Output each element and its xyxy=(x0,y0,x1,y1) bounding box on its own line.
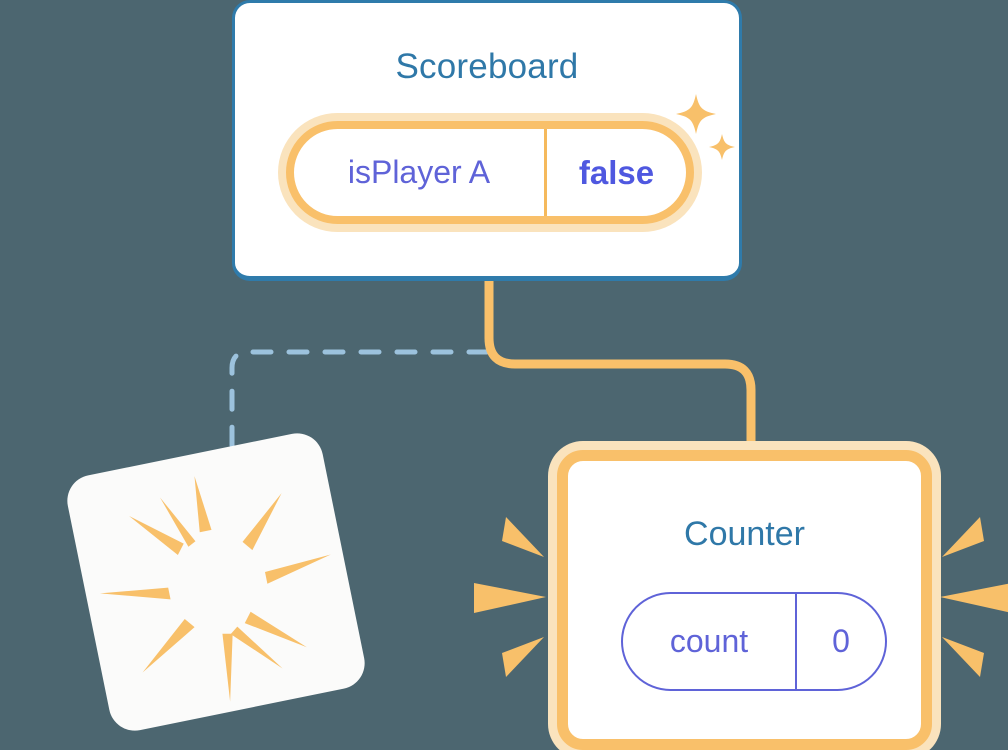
orange-connector-to-counter xyxy=(484,278,756,470)
sparkle-icon xyxy=(709,134,735,160)
scoreboard-title: Scoreboard xyxy=(395,47,579,86)
dashed-connector-to-burst-card xyxy=(229,349,490,471)
counter-state-key: count xyxy=(669,623,749,659)
scoreboard-state-value: false xyxy=(578,153,655,191)
counter-state-pill[interactable]: count 0 xyxy=(621,592,887,691)
scoreboard-state-pill[interactable]: isPlayer A false xyxy=(286,121,694,224)
counter-title: Counter xyxy=(684,515,805,553)
counter-state-value: 0 xyxy=(832,623,850,659)
counter-pill-divider xyxy=(795,594,797,689)
scoreboard-card[interactable]: Scoreboard isPlayer A false xyxy=(232,0,742,281)
scoreboard-pill-divider xyxy=(544,129,547,216)
sparkle-icon xyxy=(676,94,716,134)
scoreboard-state-key: isPlayer A xyxy=(347,154,491,190)
counter-rays-right-icon xyxy=(940,517,1008,677)
counter-card[interactable]: Counter count 0 xyxy=(557,450,932,750)
counter-rays-left-icon xyxy=(474,517,546,677)
sparkle-group xyxy=(676,94,735,160)
burst-rays-icon xyxy=(99,476,331,702)
burst-card[interactable] xyxy=(62,428,370,736)
